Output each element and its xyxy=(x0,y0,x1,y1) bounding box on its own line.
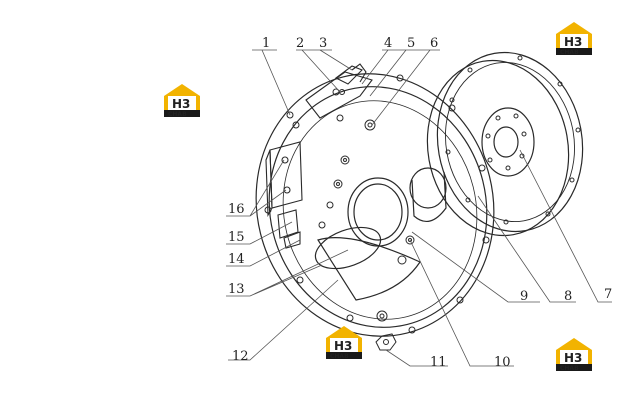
leader-2-3 xyxy=(296,49,353,93)
leader-lines xyxy=(226,49,612,367)
flywheel-back-edge xyxy=(426,59,570,237)
leader-8 xyxy=(477,195,576,303)
callout-4: 4 xyxy=(384,36,392,51)
logo-brand-top: H3 xyxy=(564,351,582,365)
flywheel-housing xyxy=(255,73,495,337)
housing-outer-rim xyxy=(255,73,495,337)
callout-1: 1 xyxy=(262,36,270,51)
callout-5: 5 xyxy=(407,36,415,51)
leader-14 xyxy=(226,239,301,267)
drain-nut xyxy=(375,333,397,351)
housing-rim-holes xyxy=(264,74,490,334)
leader-13 xyxy=(226,249,349,297)
logo-brand-top: H3 xyxy=(564,35,582,49)
flywheel xyxy=(426,51,584,237)
callout-16: 16 xyxy=(228,202,245,217)
flywheel-ring-gear xyxy=(436,51,584,233)
logo-brand-bottom: CHAB xyxy=(560,49,579,56)
callout-labels: 1 2 3 4 5 6 16 15 14 13 12 11 10 9 8 7 xyxy=(228,36,612,370)
callout-10: 10 xyxy=(494,355,511,370)
watermark-logo-bottom-right: H3 CHAB xyxy=(556,338,592,372)
watermark-logo-top-right: H3 CHAB xyxy=(556,22,592,56)
housing-cover-opening xyxy=(314,226,421,301)
leader-12 xyxy=(228,279,339,361)
leader-10 xyxy=(409,239,514,367)
watermark-logo-left: H3 CHAB xyxy=(164,84,200,118)
leader-9 xyxy=(411,231,540,303)
logo-brand-bottom: CHAB xyxy=(168,111,187,118)
callout-9: 9 xyxy=(520,289,528,304)
callout-7: 7 xyxy=(604,287,612,302)
leader-16 xyxy=(226,159,287,217)
housing-inner-rim xyxy=(268,86,488,328)
callout-11: 11 xyxy=(430,355,447,370)
housing-side-bracket xyxy=(265,141,303,249)
logo-brand-bottom: CHAB xyxy=(330,353,349,360)
callout-3: 3 xyxy=(319,36,327,51)
leader-15 xyxy=(226,221,293,245)
leader-11 xyxy=(385,349,448,367)
leader-4-6 xyxy=(361,49,440,126)
callout-6: 6 xyxy=(430,36,438,51)
logo-brand-bottom: CHAB xyxy=(560,365,579,372)
callout-13: 13 xyxy=(228,282,245,297)
housing-boss xyxy=(409,167,447,223)
inspection-window xyxy=(347,177,409,247)
flywheel-perimeter-holes xyxy=(445,55,581,225)
leader-1 xyxy=(252,49,291,116)
logo-brand-top: H3 xyxy=(334,339,352,353)
callout-2: 2 xyxy=(296,36,304,51)
callout-8: 8 xyxy=(564,289,572,304)
logo-brand-top: H3 xyxy=(172,97,190,111)
housing-back-plate xyxy=(282,100,478,320)
watermark-logo-bottom-center: H3 CHAB xyxy=(326,326,362,360)
flywheel-hub xyxy=(481,107,535,177)
housing-top-bracket xyxy=(305,63,373,119)
leader-7 xyxy=(519,149,612,303)
housing-studs xyxy=(286,111,415,322)
callout-14: 14 xyxy=(228,252,245,267)
flywheel-hub-bolts xyxy=(485,113,527,171)
callout-12: 12 xyxy=(232,349,249,364)
callout-15: 15 xyxy=(228,230,245,245)
